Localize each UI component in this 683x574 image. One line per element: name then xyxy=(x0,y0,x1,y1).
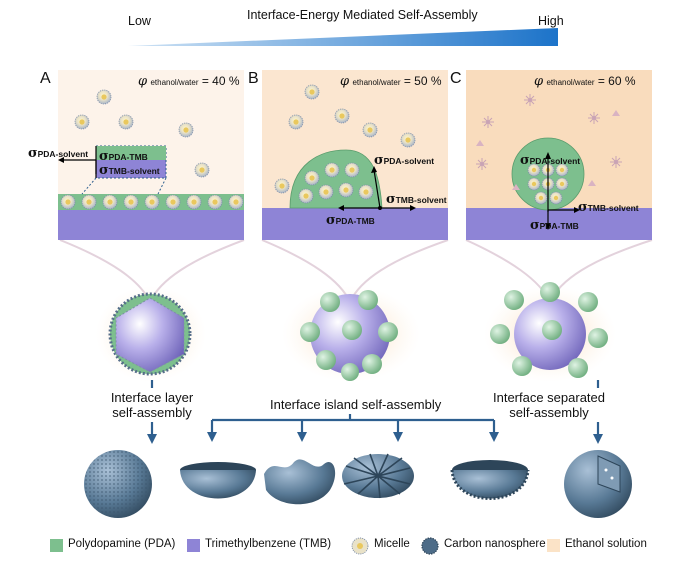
caption-b: Interface island self-assembly xyxy=(270,397,442,412)
phi-label-c: φ ethanol/water = 60 % xyxy=(534,74,636,89)
sigma-pda-tmb-b: σPDA-TMB xyxy=(326,213,375,228)
carbon-structures-row xyxy=(84,450,632,518)
energy-gradient-wedge xyxy=(128,28,558,46)
sigma-tmb-solvent-c: σTMB-solvent xyxy=(578,200,639,215)
carbon-nanosphere-icon xyxy=(421,537,439,555)
sigma-pda-tmb-c: σPDA-TMB xyxy=(530,218,579,233)
connector-arrows xyxy=(147,380,603,444)
panel-letter-c: C xyxy=(450,70,462,87)
high-label: High xyxy=(538,14,564,28)
legend-label-micelle: Micelle xyxy=(374,538,410,550)
sigma-pda-solvent-c: σPDA-solvent xyxy=(520,153,581,168)
legend-label-ethanol: Ethanol solution xyxy=(565,538,647,550)
legend-label-carbon: Carbon nanosphere xyxy=(444,538,546,550)
carbon-ribbed-bowl xyxy=(342,453,414,499)
panel-b-scene xyxy=(262,70,448,240)
sphere-a xyxy=(96,286,206,382)
diagram-title: Interface-Energy Mediated Self-Assembly xyxy=(247,8,478,22)
tmb-swatch xyxy=(187,539,200,552)
carbon-bumpy-bowl xyxy=(450,460,530,500)
legend-label-tmb: Trimethylbenzene (TMB) xyxy=(205,538,332,550)
sphere-b xyxy=(282,286,420,382)
middle-spheres-row xyxy=(59,240,653,382)
pda-swatch xyxy=(50,539,63,552)
carbon-sphere-a xyxy=(84,450,152,518)
panel-c-scene xyxy=(466,70,652,240)
carbon-sphere-c xyxy=(564,450,632,518)
panel-letter-b: B xyxy=(248,70,259,87)
sphere-c xyxy=(484,282,616,382)
sigma-tmb-solvent-a: σTMB-solvent xyxy=(99,163,160,178)
phi-label-b: φ ethanol/water = 50 % xyxy=(340,74,442,89)
carbon-bowl-1 xyxy=(180,462,256,499)
panel-a-scene xyxy=(58,70,244,240)
phi-label-a: φ ethanol/water = 40 % xyxy=(138,74,240,89)
micelle-layer xyxy=(60,194,244,210)
legend: Polydopamine (PDA) Trimethylbenzene (TMB… xyxy=(50,535,680,557)
sigma-tmb-solvent-b: σTMB-solvent xyxy=(386,192,447,207)
sigma-pda-tmb-a: σPDA-TMB xyxy=(99,149,148,164)
panel-letter-a: A xyxy=(40,70,51,87)
sigma-pda-solvent-b: σPDA-solvent xyxy=(374,153,435,168)
carbon-wavy-bowl xyxy=(264,459,336,505)
micelle-icon xyxy=(351,537,369,555)
legend-label-pda: Polydopamine (PDA) xyxy=(68,538,176,550)
ethanol-swatch xyxy=(547,539,560,552)
low-label: Low xyxy=(128,14,151,28)
sigma-pda-solvent-a: σPDA-solvent xyxy=(28,146,89,161)
